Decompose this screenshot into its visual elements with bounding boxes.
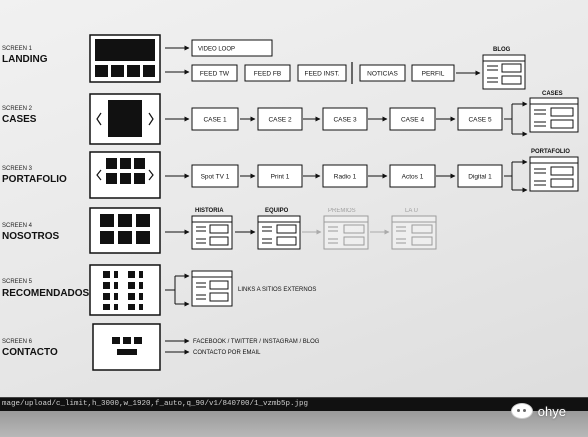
screen-number: SCREEN 3: [2, 166, 33, 172]
external-links-note: LINKS A SITIOS EXTERNOS: [238, 287, 316, 293]
bottom-shadow: [0, 411, 588, 437]
contacto-wireframe: [92, 323, 161, 371]
radio-box: Radio 1: [322, 164, 368, 188]
image-url-text: mage/upload/c_limit,h_3000,w_1920,f_auto…: [2, 400, 309, 408]
svg-text:FEED TW: FEED TW: [200, 71, 230, 78]
screen-number: SCREEN 4: [2, 223, 33, 229]
svg-text:CASE 4: CASE 4: [401, 117, 425, 124]
cases-wireframe: [89, 93, 161, 145]
svg-text:PERFIL: PERFIL: [422, 71, 445, 78]
screen-label-3: SCREEN 3 PORTAFOLIO: [2, 166, 67, 185]
svg-text:FEED FB: FEED FB: [254, 71, 281, 78]
la-u-label: LA U: [405, 208, 418, 214]
watermark: ohye: [510, 400, 566, 422]
branch-connector: [504, 162, 513, 190]
cases-page-icon: [529, 97, 579, 133]
noticias-box: NOTICIAS: [359, 64, 406, 82]
cases-label: CASES: [542, 91, 563, 97]
feed-fb-box: FEED FB: [244, 64, 291, 82]
premios-group: PREMIOS: [323, 208, 369, 250]
watermark-text: ohye: [537, 403, 566, 419]
branch-connector: [165, 276, 176, 304]
screen-label-2: SCREEN 2 CASES: [2, 106, 37, 125]
screen-label-1: SCREEN 1 LANDING: [2, 46, 48, 65]
screen-number: SCREEN 1: [2, 46, 33, 52]
svg-text:CASE 3: CASE 3: [333, 117, 357, 124]
case-5-box: CASE 5: [457, 107, 503, 131]
svg-text:CASE 1: CASE 1: [203, 117, 227, 124]
svg-text:CASE 5: CASE 5: [468, 117, 492, 124]
digital-box: Digital 1: [457, 164, 503, 188]
svg-text:Actos 1: Actos 1: [402, 174, 424, 181]
case-4-box: CASE 4: [389, 107, 436, 131]
perfil-box: PERFIL: [411, 64, 455, 82]
screen-label-6: SCREEN 6 CONTACTO: [2, 339, 58, 358]
contacto-social-links: FACEBOOK / TWITTER / INSTAGRAM / BLOG: [193, 339, 320, 345]
screen-label-5: SCREEN 5 RECOMENDADOS: [2, 279, 90, 299]
svg-text:FEED INST.: FEED INST.: [304, 71, 339, 78]
screen-number: SCREEN 5: [2, 279, 33, 285]
feed-inst-box: FEED INST.: [297, 64, 347, 82]
la-u-page-icon: [391, 215, 437, 250]
screen-name: NOSOTROS: [2, 231, 60, 242]
recomendados-wireframe: [89, 264, 161, 316]
screen-name: CONTACTO: [2, 347, 58, 358]
portafolio-page-icon: [529, 156, 579, 192]
screen-number: SCREEN 2: [2, 106, 33, 112]
premios-page-icon: [323, 215, 369, 250]
svg-text:VIDEO LOOP: VIDEO LOOP: [198, 47, 235, 53]
svg-text:Radio 1: Radio 1: [334, 174, 357, 181]
screen-number: SCREEN 6: [2, 339, 33, 345]
screen-name: RECOMENDADOS: [2, 288, 90, 299]
portafolio-wireframe: [89, 151, 161, 199]
blog-label: BLOG: [493, 47, 511, 53]
premios-label: PREMIOS: [328, 208, 356, 214]
blog-page-icon: [482, 54, 526, 90]
spot-tv-box: Spot TV 1: [191, 164, 239, 188]
svg-text:Digital 1: Digital 1: [468, 174, 492, 181]
equipo-label: EQUIPO: [265, 208, 289, 214]
external-links-page-icon: [191, 270, 233, 307]
historia-page-icon: [191, 215, 233, 250]
case-3-box: CASE 3: [322, 107, 368, 131]
svg-text:Spot TV 1: Spot TV 1: [201, 174, 230, 181]
screen-name: PORTAFOLIO: [2, 174, 67, 185]
portafolio-label: PORTAFOLIO: [531, 149, 570, 155]
svg-text:Print 1: Print 1: [271, 174, 290, 181]
contacto-email: CONTACTO POR EMAIL: [193, 350, 261, 356]
screen-name: LANDING: [2, 54, 48, 65]
svg-text:NOTICIAS: NOTICIAS: [367, 71, 398, 78]
chat-bubble-icon: [510, 403, 533, 419]
svg-text:CASE 2: CASE 2: [268, 117, 292, 124]
equipo-page-icon: [257, 215, 301, 250]
screen-name: CASES: [2, 114, 37, 125]
screen-label-4: SCREEN 4 NOSOTROS: [2, 223, 60, 242]
case-2-box: CASE 2: [257, 107, 303, 131]
image-url-bar: mage/upload/c_limit,h_3000,w_1920,f_auto…: [0, 397, 588, 412]
case-1-box: CASE 1: [191, 107, 239, 131]
landing-wireframe: [89, 34, 161, 83]
video-loop-box: VIDEO LOOP: [191, 39, 273, 57]
print-box: Print 1: [257, 164, 303, 188]
feed-tw-box: FEED TW: [191, 64, 238, 82]
la-u-group: LA U: [391, 208, 437, 250]
branch-connector: [504, 103, 524, 135]
nosotros-wireframe: [89, 207, 161, 254]
historia-label: HISTORIA: [195, 208, 224, 214]
actos-box: Actos 1: [389, 164, 436, 188]
